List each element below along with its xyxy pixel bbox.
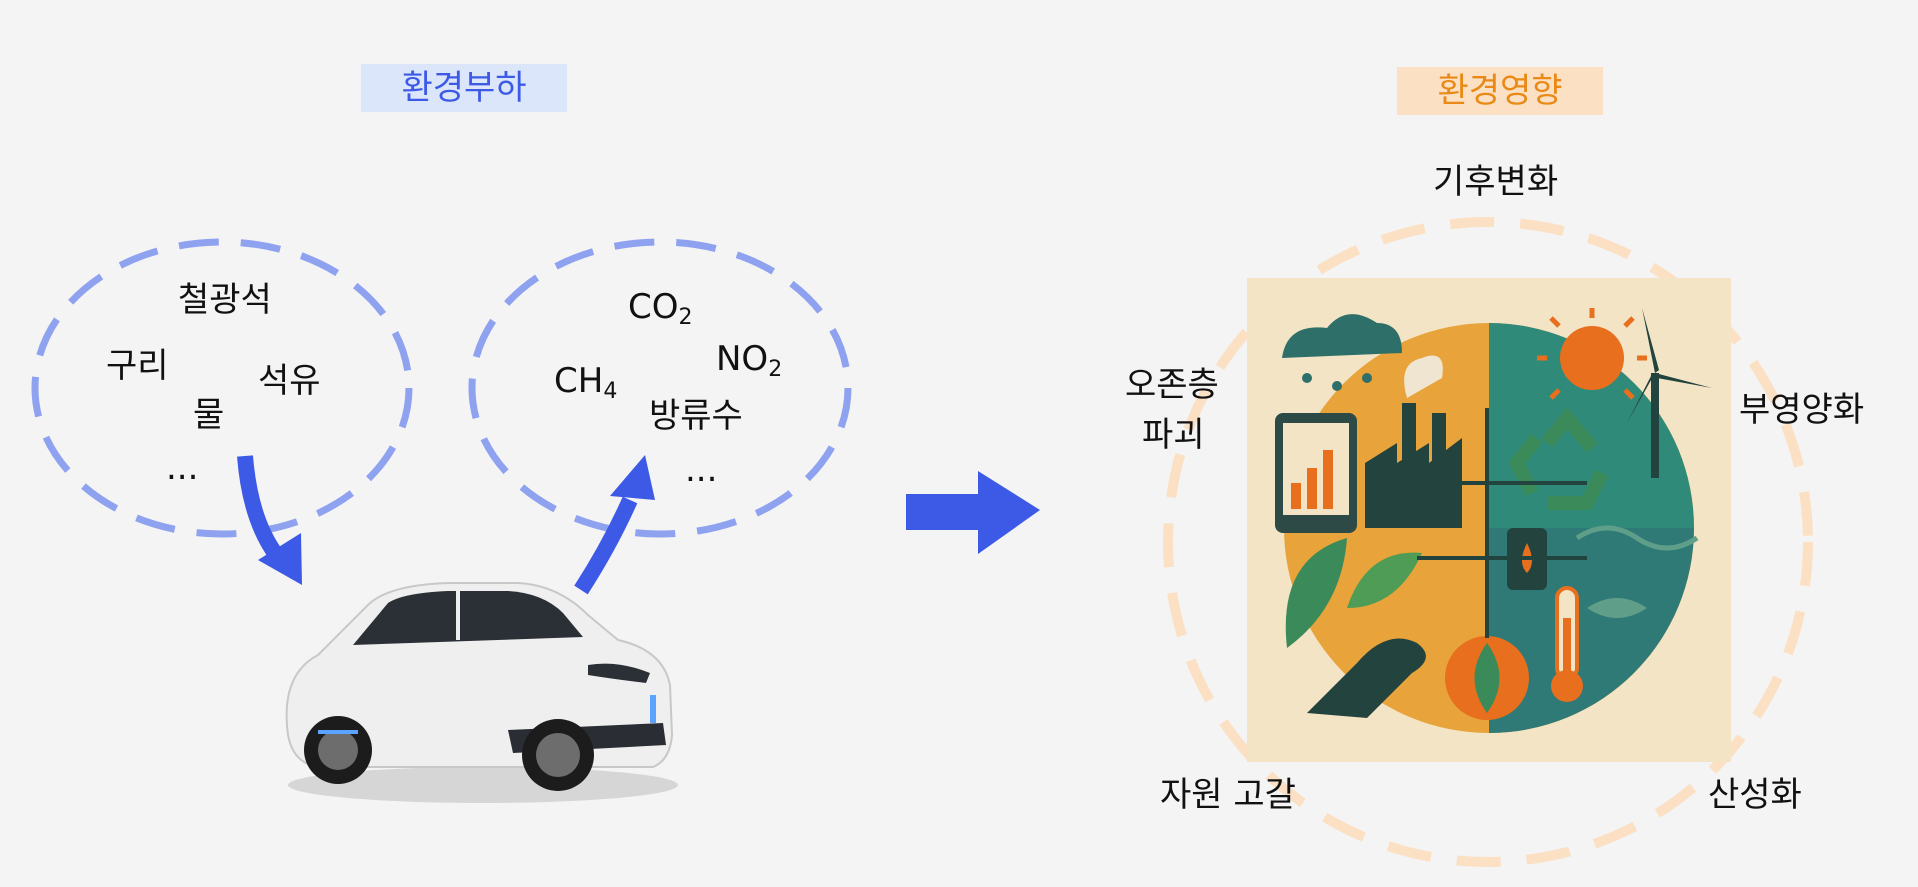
input-arrow bbox=[237, 455, 302, 585]
output-more: ... bbox=[685, 450, 718, 490]
impact-ellipse bbox=[1163, 217, 1813, 867]
impact-ozone-line2: 파괴 bbox=[1142, 415, 1205, 455]
environmental-impact-tag: 환경영향 bbox=[1397, 67, 1603, 115]
output-no2: NO2 bbox=[716, 339, 783, 382]
input-iron-ore: 철광석 bbox=[178, 280, 272, 320]
impact-acidification: 산성화 bbox=[1708, 775, 1802, 815]
input-water: 물 bbox=[193, 395, 225, 435]
output-ch4: CH4 bbox=[554, 361, 618, 404]
impact-eutrophication: 부영양화 bbox=[1739, 390, 1865, 430]
environment-impact-illustration bbox=[1247, 278, 1731, 762]
input-oil: 석유 bbox=[258, 361, 321, 401]
output-arrow bbox=[574, 455, 655, 595]
process-arrow bbox=[906, 471, 1040, 554]
environmental-load-tag: 환경부하 bbox=[361, 64, 567, 112]
impact-ozone-line1: 오존층 bbox=[1125, 365, 1219, 405]
impact-resource-depletion: 자원 고갈 bbox=[1160, 775, 1296, 815]
input-ellipse bbox=[31, 238, 413, 538]
impact-climate-change: 기후변화 bbox=[1433, 162, 1559, 202]
electric-car-image bbox=[285, 582, 678, 803]
input-more: ... bbox=[166, 448, 199, 488]
input-copper: 구리 bbox=[106, 346, 169, 386]
output-ellipse bbox=[468, 238, 852, 538]
output-co2: CO2 bbox=[628, 287, 693, 330]
output-wastewater: 방류수 bbox=[649, 396, 743, 436]
